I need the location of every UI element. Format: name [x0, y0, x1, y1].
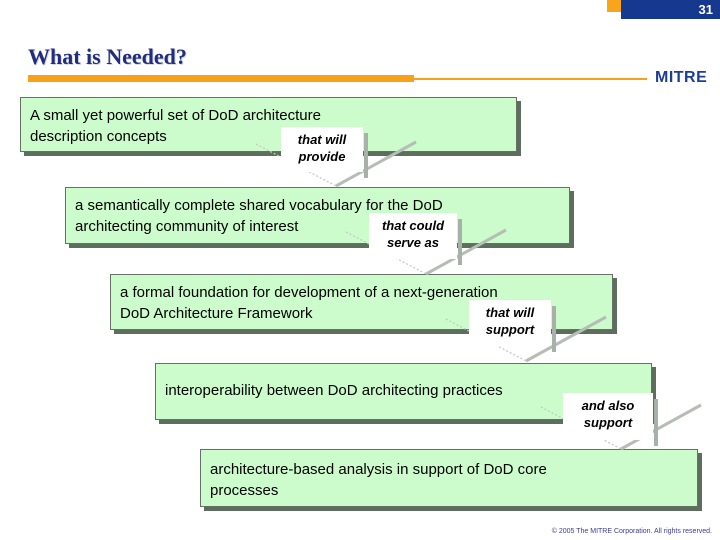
copyright-text: © 2005 The MITRE Corporation. All rights… [551, 528, 712, 535]
concept-box-text: interoperability between DoD architectin… [165, 382, 503, 399]
page-number-bar: 31 [621, 0, 720, 19]
concept-box-text: a semantically complete shared vocabular… [75, 197, 443, 214]
concept-box-text: processes [210, 482, 279, 499]
connector-label-text: serve as [386, 235, 440, 250]
concept-box: a semantically complete shared vocabular… [65, 187, 570, 244]
concept-box-text: architecting community of interest [75, 218, 299, 235]
connector-label-text: support [583, 415, 633, 430]
concept-box: architecture-based analysis in support o… [200, 449, 698, 507]
page-number: 31 [698, 2, 713, 17]
connector-label-text: that will [485, 305, 535, 320]
connector-label: that could serve as [369, 213, 462, 265]
title-underline-thin [414, 78, 647, 80]
connector-label: that will provide [281, 127, 368, 178]
connector-label-text: that will [297, 132, 347, 147]
connector-label-text: support [485, 322, 535, 337]
connector-label-text: provide [298, 149, 346, 164]
title-underline-thick [28, 75, 414, 82]
concept-box-text: DoD Architecture Framework [120, 305, 313, 322]
connector-label: that will support [469, 300, 556, 352]
slide-title: What is Needed? [28, 44, 187, 69]
connector-label-text: that could [381, 218, 445, 233]
mitre-logo: MITRE [655, 69, 708, 86]
concept-box: A small yet powerful set of DoD architec… [20, 97, 517, 152]
gold-accent-square [607, 0, 621, 12]
connector-label-text: and also [581, 398, 635, 413]
connector-label: and also support [563, 393, 658, 446]
concept-box-text: description concepts [30, 128, 167, 145]
concept-box-text: A small yet powerful set of DoD architec… [30, 107, 321, 124]
concept-box-text: a formal foundation for development of a… [120, 284, 498, 301]
concept-box-text: architecture-based analysis in support o… [210, 461, 547, 478]
